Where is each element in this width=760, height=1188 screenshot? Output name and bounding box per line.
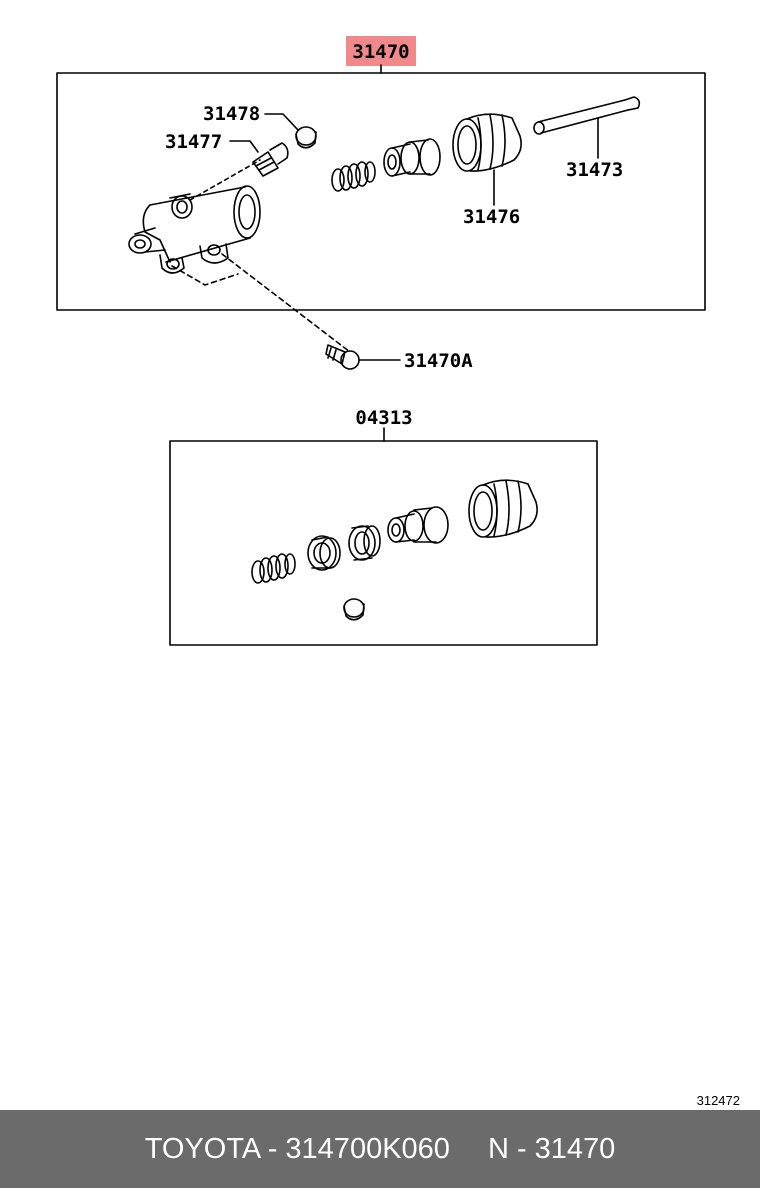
label-31473: 31473: [566, 159, 623, 181]
label-31470: 31470: [352, 41, 409, 63]
illustration-ref-code: 312472: [696, 1093, 740, 1108]
kit-spring: [251, 553, 296, 584]
label-31476: 31476: [463, 206, 520, 228]
kit-frame: [169, 440, 598, 646]
assembly-frame: [56, 72, 706, 311]
kit-cup-2: [348, 525, 381, 561]
footer-bar: TOYOTA - 314700K060 N - 31470: [0, 1110, 760, 1188]
boot: [452, 113, 522, 172]
kit-plug: [343, 598, 365, 621]
label-highlight: [346, 36, 416, 66]
kit-piston: [387, 506, 449, 544]
bleeder-screw: [252, 142, 289, 177]
plug-leader: [264, 113, 299, 131]
label-31478: 31478: [203, 103, 260, 125]
label-31477: 31477: [165, 131, 222, 153]
label-04313: 04313: [355, 407, 412, 429]
footer-brand-part: TOYOTA - 314700K060: [144, 1132, 450, 1165]
footer-ref-number: N - 31470: [487, 1132, 616, 1165]
piston: [383, 138, 441, 177]
parts-diagram: 31470 31478 31477 31473 31476 31470A 043…: [56, 36, 706, 646]
cylinder-body: [128, 185, 261, 274]
label-31470A: 31470A: [404, 350, 473, 372]
push-rod: [533, 96, 641, 135]
bolt: [325, 344, 360, 370]
spring: [331, 161, 376, 192]
mount-dashed: [171, 253, 351, 353]
bleed-dashed: [189, 159, 261, 201]
plug: [295, 126, 317, 149]
bleeder-leader: [229, 140, 259, 153]
kit-boot: [468, 479, 538, 538]
kit-cup-1: [307, 535, 341, 571]
